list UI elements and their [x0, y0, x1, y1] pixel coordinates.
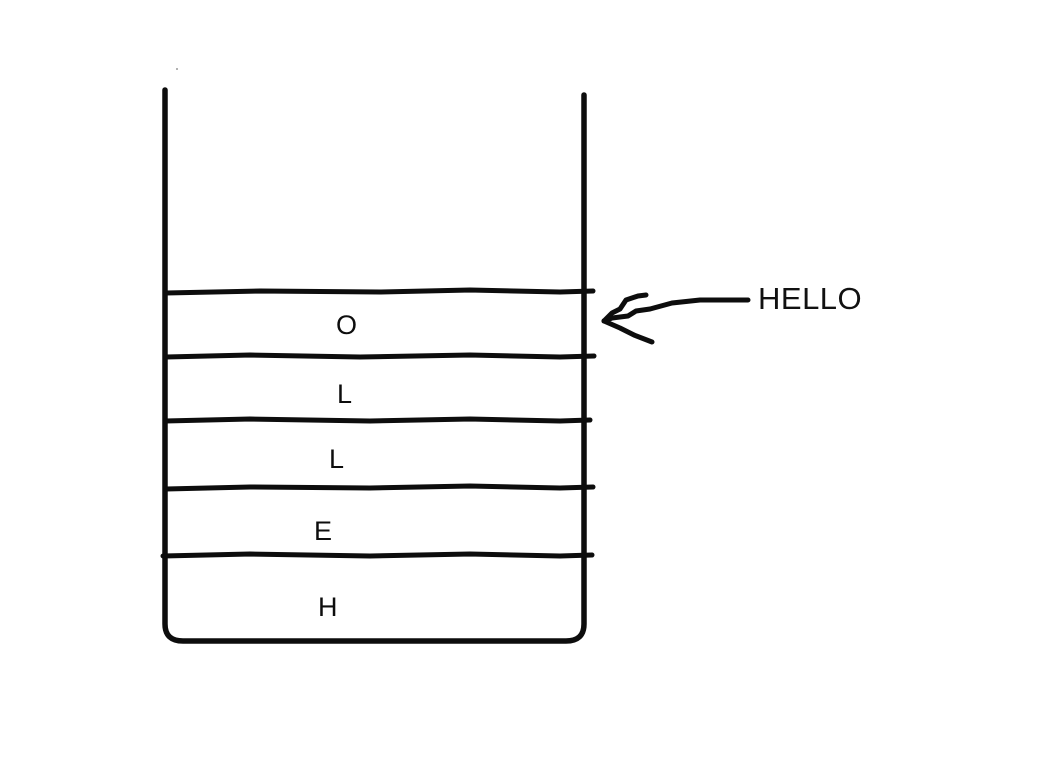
stack-cell-letter-0: O: [336, 310, 358, 340]
cell-divider-3: [162, 416, 593, 424]
cell-divider-2: [163, 352, 597, 360]
cell-divider-4: [163, 483, 596, 492]
cell-divider-5: [160, 551, 595, 559]
arrow-head-upper: [601, 292, 649, 324]
annotation-label: HELLO: [758, 281, 863, 316]
pointer-arrow: [601, 292, 751, 345]
arrow-shaft: [601, 297, 751, 324]
stack-cell-letter-4: H: [318, 592, 338, 622]
stack-container-outline: [162, 87, 587, 644]
stack-cell-letter-1: L: [337, 379, 353, 409]
stack-cell-letter-3: E: [314, 516, 333, 546]
cell-divider-1: [163, 287, 596, 296]
arrow-head-lower: [601, 318, 655, 345]
ink-speck: [176, 68, 178, 70]
stack-cell-letter-2: L: [329, 444, 345, 474]
